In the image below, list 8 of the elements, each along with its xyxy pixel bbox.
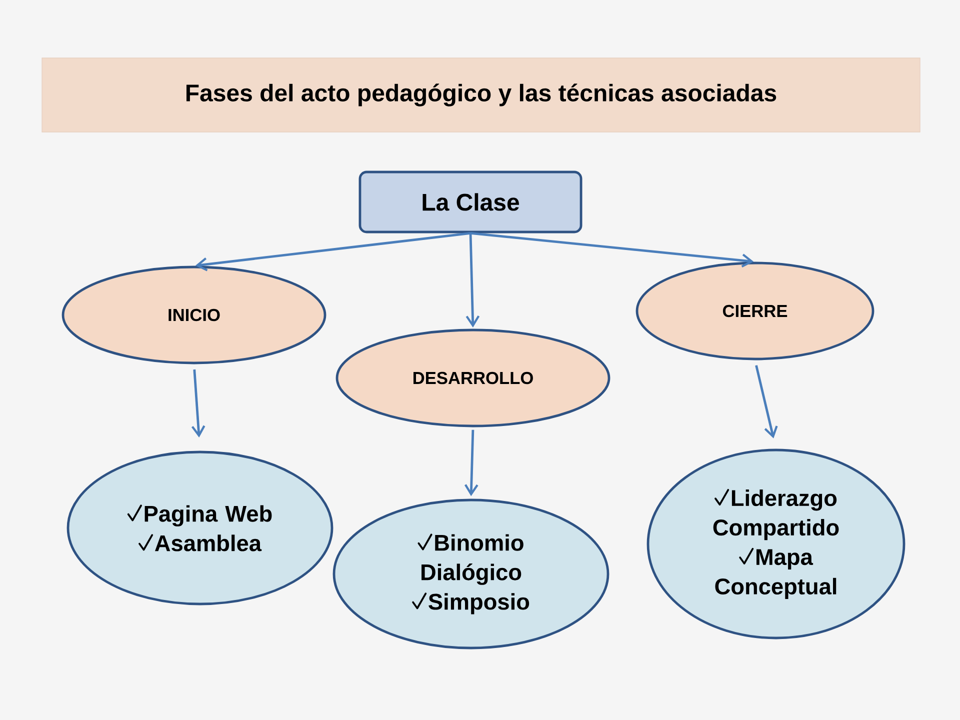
- arrow: [195, 232, 471, 272]
- title-band: Fases del acto pedagógico y las técnicas asociadas: [42, 58, 920, 132]
- arrow: [466, 233, 480, 328]
- arrow: [755, 365, 778, 438]
- root-box: La Clase: [358, 170, 582, 234]
- arrow: [191, 369, 206, 438]
- arrow: [464, 430, 478, 496]
- arrow: [470, 232, 754, 268]
